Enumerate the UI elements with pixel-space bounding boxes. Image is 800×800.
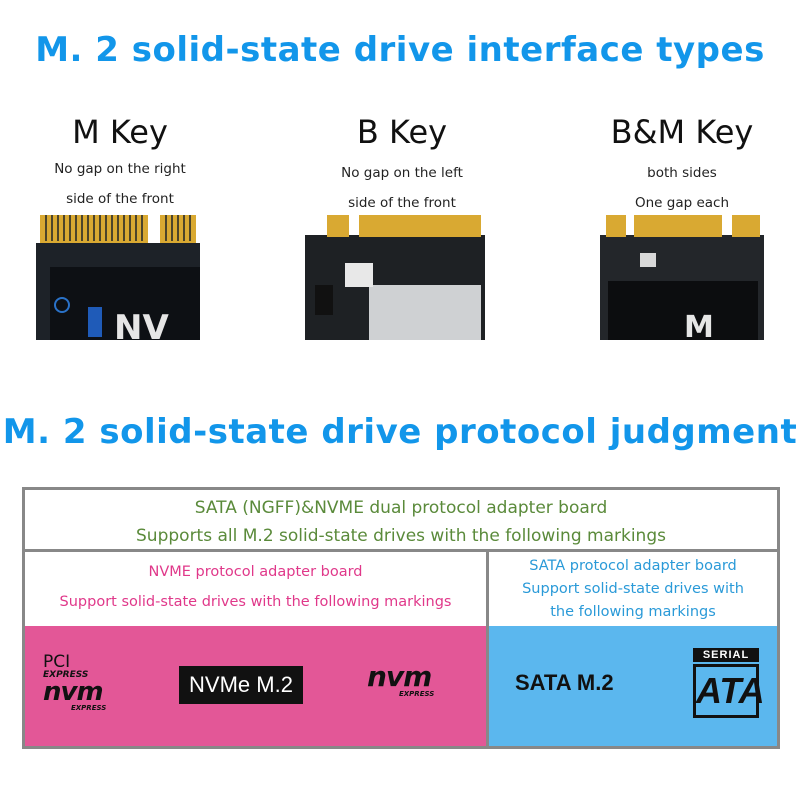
- b-key-desc-1: No gap on the left: [341, 165, 463, 181]
- b-key-desc-2: side of the front: [348, 195, 456, 211]
- nvm-express-express-text: EXPRESS: [399, 690, 435, 698]
- bm-key-card-mark: M: [684, 310, 714, 340]
- nvme-adapter-note: Support solid-state drives with the foll…: [59, 594, 452, 610]
- m-key-desc-1: No gap on the right: [54, 161, 186, 177]
- nvme-adapter-cell: NVME protocol adapter board Support soli…: [25, 552, 486, 626]
- dual-protocol-note: Supports all M.2 solid-state drives with…: [136, 526, 666, 546]
- pci-text: PCI: [43, 652, 71, 672]
- m-key-column: M Key No gap on the right side of the fr…: [0, 110, 240, 214]
- m-key-label: M Key: [72, 113, 168, 151]
- ata-text: ATA: [693, 664, 765, 718]
- dual-protocol-row: SATA (NGFF)&NVME dual protocol adapter b…: [25, 490, 777, 552]
- protocol-judgment-title: M. 2 solid-state drive protocol judgment: [2, 412, 798, 452]
- m-key-card-mark: NV: [114, 308, 169, 340]
- nvm-express-logo: nvm EXPRESS: [367, 660, 435, 699]
- pci-express-text: EXPRESS: [43, 670, 89, 680]
- m-key-desc-2: side of the front: [66, 191, 174, 207]
- nvm-text: nvm: [43, 677, 104, 707]
- bm-key-desc-1: both sides: [647, 165, 717, 181]
- nvme-logos-cell: PCI EXPRESS nvm EXPRESS NVMe M.2 nvm EXP…: [25, 626, 486, 746]
- nvm-express-nvm-text: nvm: [367, 660, 432, 693]
- bm-key-column: B&M Key both sides One gap each: [562, 110, 800, 218]
- nvme-adapter-title: NVME protocol adapter board: [148, 564, 363, 580]
- nvme-m2-logo: NVMe M.2: [179, 666, 303, 704]
- bm-key-card-image: M: [600, 215, 764, 340]
- pci-express-nvm-logo: PCI EXPRESS nvm EXPRESS: [43, 652, 107, 713]
- bm-key-label: B&M Key: [610, 113, 754, 151]
- sata-adapter-note-1: Support solid-state drives with: [522, 581, 744, 597]
- b-key-label: B Key: [356, 113, 448, 151]
- serial-text: SERIAL: [693, 648, 759, 662]
- m-key-card-image: NV: [36, 215, 200, 340]
- dual-protocol-title: SATA (NGFF)&NVME dual protocol adapter b…: [194, 498, 608, 518]
- serial-ata-logo: SERIAL ATA: [693, 648, 765, 718]
- nvm-express-subtext: EXPRESS: [71, 704, 107, 712]
- b-key-column: B Key No gap on the left side of the fro…: [282, 110, 522, 218]
- sata-adapter-title: SATA protocol adapter board: [529, 558, 737, 574]
- sata-m2-logo: SATA M.2: [515, 670, 614, 695]
- bm-key-desc-2: One gap each: [634, 195, 730, 211]
- sata-logos-cell: SATA M.2 SERIAL ATA: [486, 626, 777, 746]
- sata-adapter-note-2: the following markings: [550, 604, 716, 620]
- sata-adapter-cell: SATA protocol adapter board Support soli…: [486, 552, 777, 626]
- b-key-card-image: [305, 215, 485, 340]
- protocol-table: SATA (NGFF)&NVME dual protocol adapter b…: [22, 487, 780, 749]
- interface-types-title: M. 2 solid-state drive interface types: [35, 30, 765, 70]
